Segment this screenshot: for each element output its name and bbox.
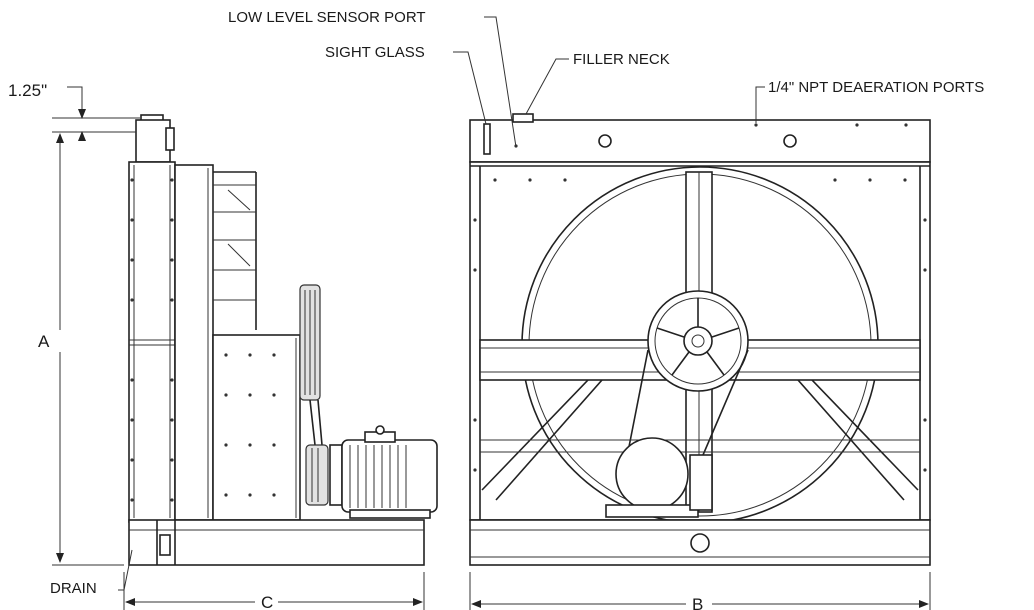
- side-filler-neck: [135, 119, 171, 163]
- fan-sheave: [647, 290, 749, 392]
- offset-dimension-label: 1.25": [8, 81, 47, 100]
- filler-neck-label: FILLER NECK: [573, 51, 670, 68]
- callout-leaders: [453, 16, 765, 148]
- side-view: [118, 114, 438, 591]
- dimension-b-label: B: [692, 595, 703, 610]
- top-tank: [469, 119, 931, 163]
- dimension-lines: [52, 86, 931, 610]
- drain-label: DRAIN: [50, 580, 97, 597]
- sight-glass-label: SIGHT GLASS: [325, 44, 425, 61]
- front-motor: [605, 437, 713, 518]
- filler-neck: [512, 113, 534, 123]
- dimension-a-label: A: [38, 332, 50, 351]
- low-level-sensor-port-label: LOW LEVEL SENSOR PORT: [228, 9, 426, 26]
- side-base-skid: [128, 519, 425, 566]
- side-radiator-panel: [128, 161, 176, 523]
- side-fan-guard: [213, 171, 257, 330]
- side-bearing-housing: [212, 334, 301, 521]
- side-sheave: [299, 284, 329, 506]
- sight-glass: [483, 123, 491, 155]
- side-motor: [329, 425, 438, 519]
- dimension-c-label: C: [261, 593, 273, 610]
- side-fan-shroud: [174, 164, 214, 521]
- deaeration-ports-label: 1/4" NPT DEAERATION PORTS: [768, 79, 984, 96]
- front-view: [469, 113, 931, 566]
